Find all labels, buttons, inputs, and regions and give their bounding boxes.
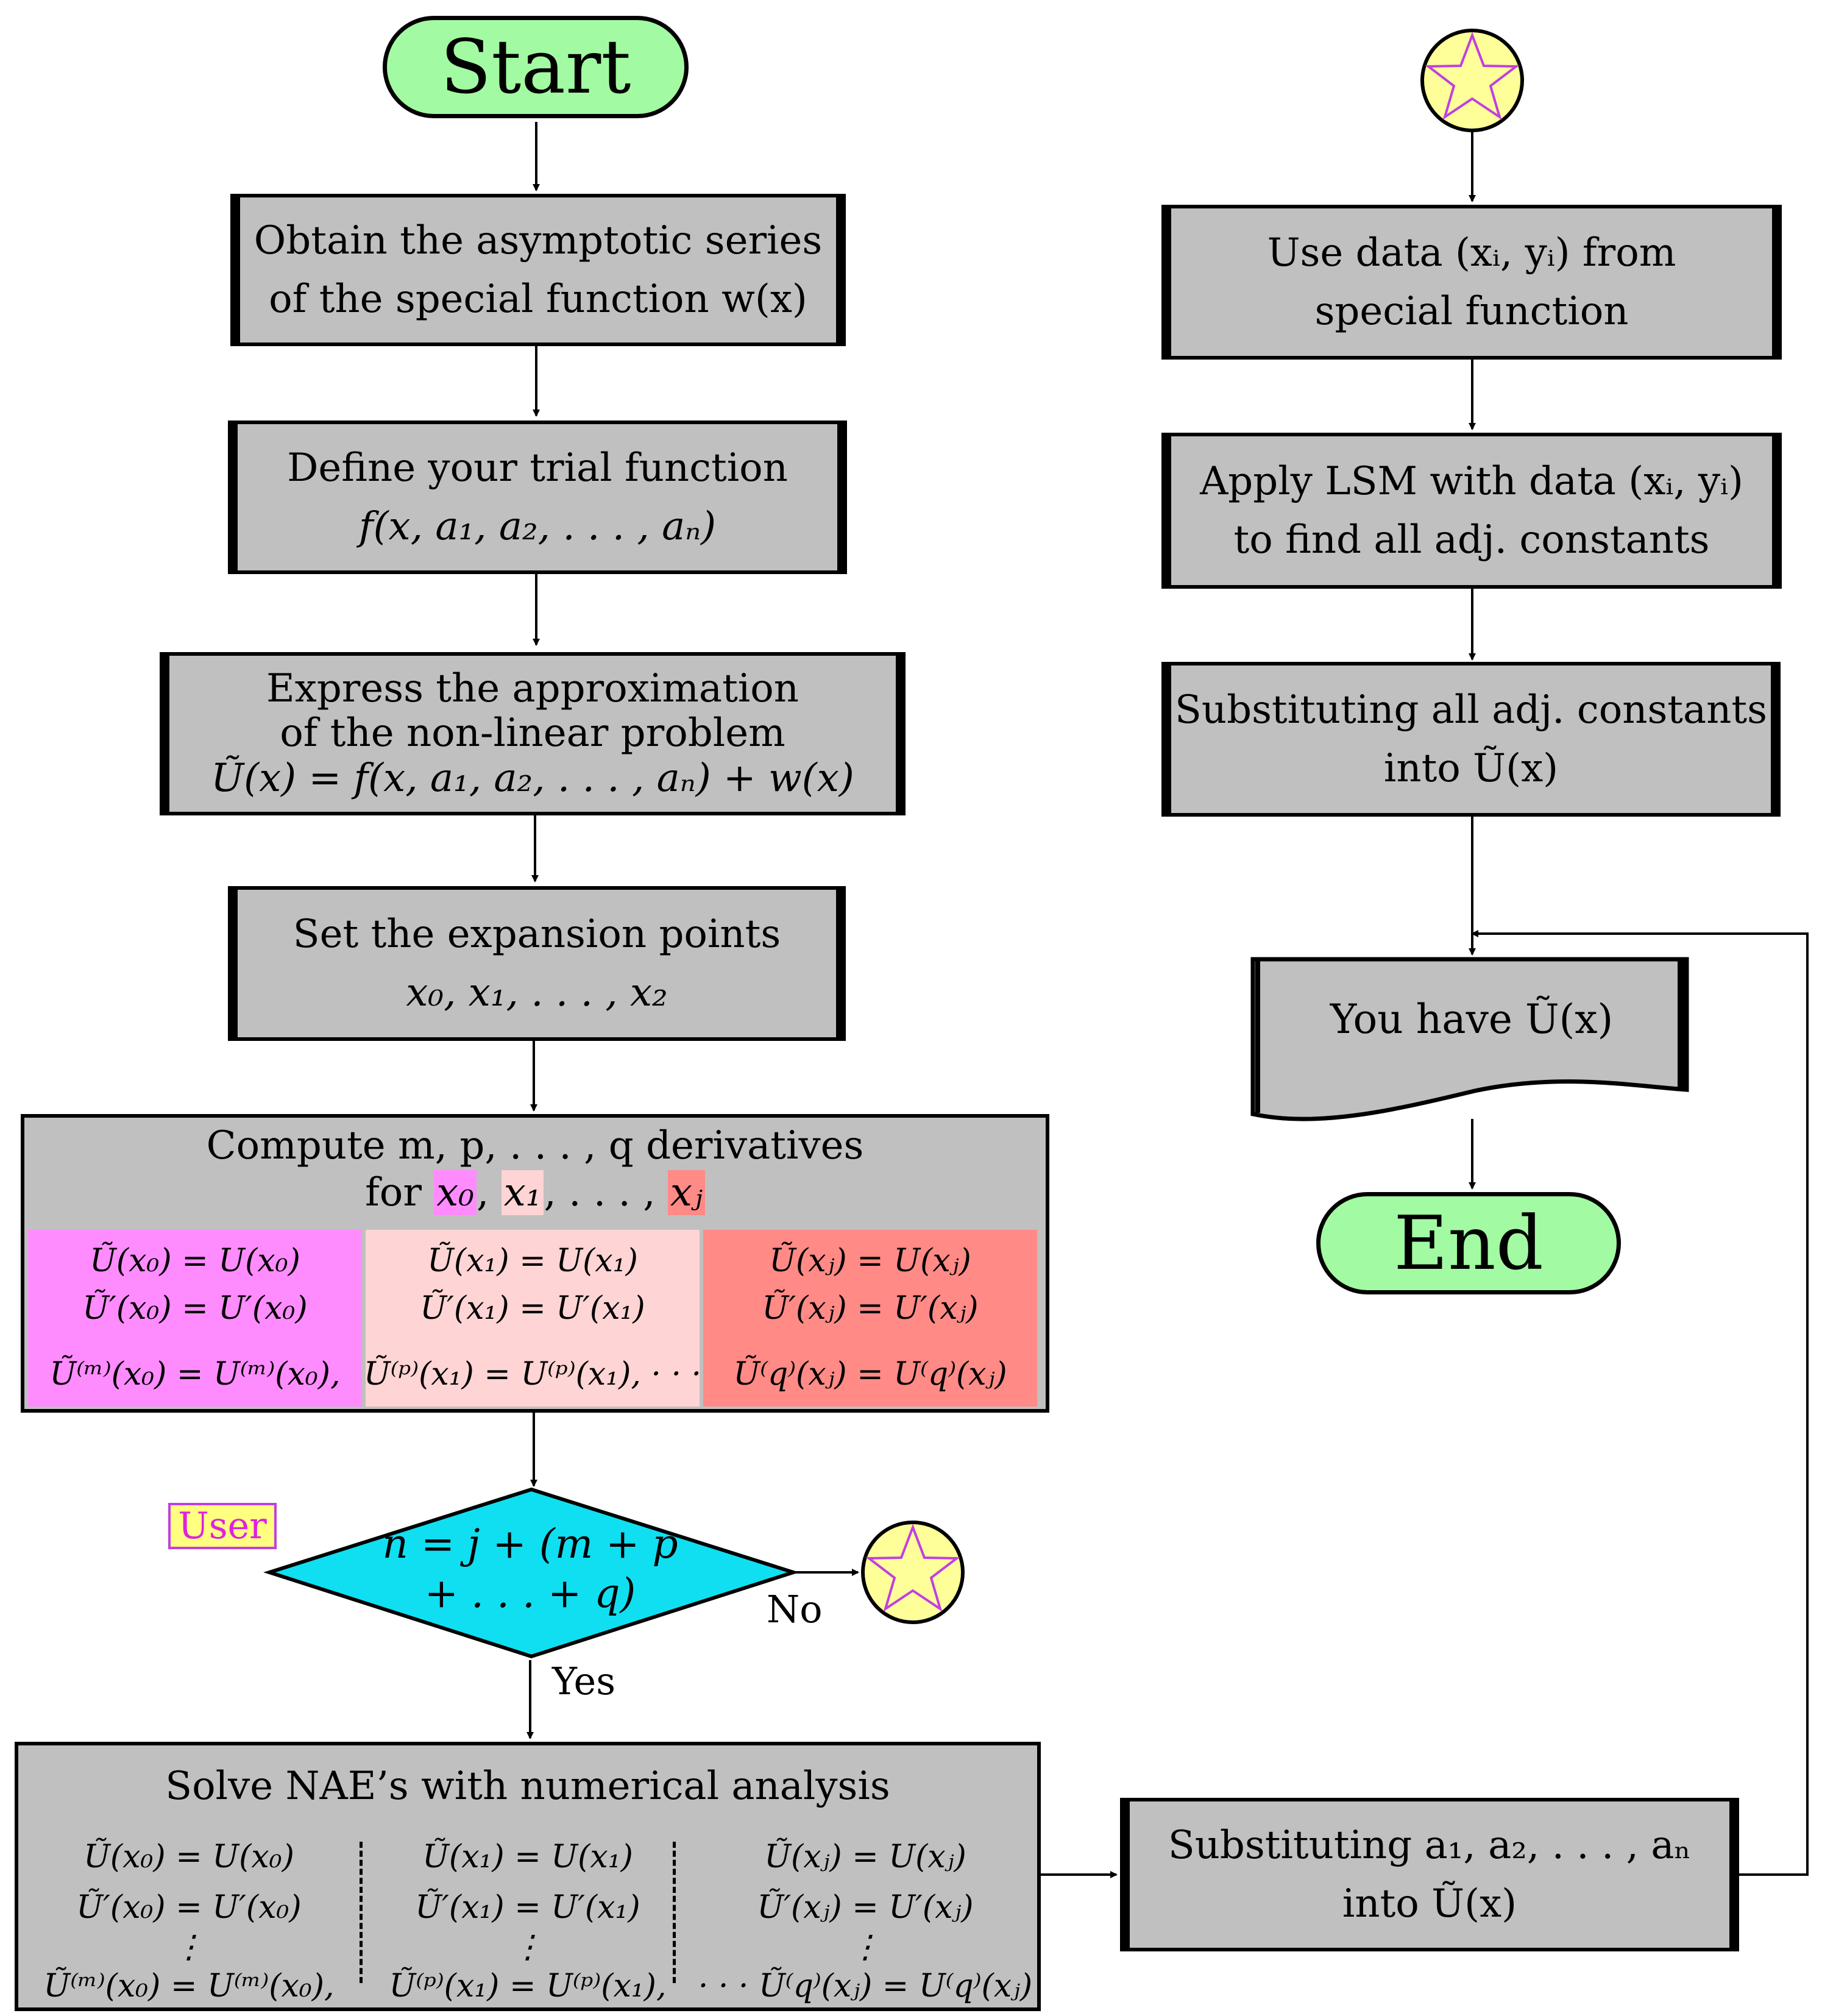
step-express-line-1: Express the approximation: [266, 665, 799, 711]
compute-cell-x1: Ũ(x₁) = U(x₁) Ũ′(x₁) = U′(x₁) Ũ⁽ᵖ⁾(x₁) =…: [363, 1230, 702, 1407]
compute-cell-xj: Ũ(xⱼ) = U(xⱼ) Ũ′(xⱼ) = U′(xⱼ) Ũ⁽q⁾(xⱼ) =…: [703, 1230, 1037, 1407]
compute-dots: , . . . ,: [544, 1169, 656, 1215]
step-trial-function: Define your trial function f(x, a₁, a₂, …: [228, 421, 847, 574]
step-use-data-line-2: special function: [1314, 289, 1629, 334]
compute-for-line: for x₀, x₁, . . . , xⱼ: [24, 1169, 1046, 1216]
step-expansion-points: Set the expansion points x₀, x₁, . . . ,…: [228, 886, 846, 1041]
start-label: Start: [440, 24, 631, 110]
user-tag-label: User: [178, 1505, 267, 1547]
compute-x0: x₀: [434, 1169, 477, 1215]
decision-yes-label: Yes: [552, 1659, 616, 1703]
decision-line-1: n = j + (m + p: [382, 1521, 678, 1567]
compute-comma: ,: [477, 1169, 489, 1215]
step-substituting-a-line-2: into Ũ(x): [1342, 1881, 1517, 1926]
end-terminal: End: [1316, 1192, 1621, 1294]
arrow-loop-back: [1471, 930, 1809, 1876]
step-express-line-2: of the non-linear problem: [280, 711, 785, 756]
compute-xj: xⱼ: [667, 1169, 705, 1215]
solve-cell-xj-eq2: Ũ′(xⱼ) = U′(xⱼ): [757, 1889, 974, 1926]
step-expansion-line-2: x₀, x₁, . . . , x₂: [406, 970, 668, 1015]
compute-cell-x1-eq3: Ũ⁽ᵖ⁾(x₁) = U⁽ᵖ⁾(x₁), · · ·: [363, 1356, 702, 1393]
connector-star-right: [1420, 29, 1524, 132]
solve-cell-x1: Ũ(x₁) = U(x₁) Ũ′(x₁) = U′(x₁) ⋮ Ũ⁽ᵖ⁾(x₁)…: [363, 1837, 692, 2007]
end-label: End: [1394, 1200, 1544, 1287]
decision-diamond: [263, 1487, 799, 1659]
step-apply-lsm-line-2: to find all adj. constants: [1233, 517, 1710, 563]
solve-separator-1: [360, 1842, 363, 1983]
step-trial-line-2: f(x, a₁, a₂, . . . , aₙ): [358, 504, 717, 549]
step-substituting-adj-line-1: Substituting all adj. constants: [1175, 687, 1767, 733]
solve-cell-x1-eq2: Ũ′(x₁) = U′(x₁): [415, 1889, 640, 1926]
compute-cell-x0-eq1: Ũ(x₀) = U(x₀): [90, 1243, 300, 1279]
step-apply-lsm: Apply LSM with data (xᵢ, yᵢ) to find all…: [1161, 433, 1782, 589]
solve-cell-x0: Ũ(x₀) = U(x₀) Ũ′(x₀) = U′(x₀) ⋮ Ũ⁽ᵐ⁾(x₀)…: [22, 1837, 356, 2007]
step-expansion-line-1: Set the expansion points: [292, 912, 781, 957]
compute-cell-x1-eq1: Ũ(x₁) = U(x₁): [427, 1243, 638, 1279]
connector-star-left: [861, 1521, 965, 1624]
compute-cell-xj-eq3: Ũ⁽q⁾(xⱼ) = U⁽q⁾(xⱼ): [733, 1356, 1007, 1393]
step-use-data-line-1: Use data (xᵢ, yᵢ) from: [1267, 230, 1676, 275]
document-shape: [1250, 957, 1689, 1121]
step-substituting-adj-line-2: into Ũ(x): [1383, 746, 1559, 791]
star-icon: [1425, 32, 1520, 120]
solve-cell-x1-eq1: Ũ(x₁) = U(x₁): [422, 1839, 633, 1875]
start-terminal: Start: [383, 16, 689, 118]
compute-cell-x0-eq2: Ũ′(x₀) = U′(x₀): [82, 1290, 308, 1327]
step-apply-lsm-line-1: Apply LSM with data (xᵢ, yᵢ): [1200, 459, 1743, 504]
step-solve-nae: Solve NAE’s with numerical analysis Ũ(x₀…: [15, 1742, 1041, 2011]
compute-cell-xj-eq1: Ũ(xⱼ) = U(xⱼ): [769, 1243, 971, 1279]
solve-cell-xj-eq3: · · · Ũ⁽q⁾(xⱼ) = U⁽q⁾(xⱼ): [698, 1968, 1033, 2005]
compute-title: Compute m, p, . . . , q derivatives: [206, 1123, 864, 1168]
compute-for: for: [365, 1169, 422, 1215]
step-asymptotic-line-1: Obtain the asymptotic series: [253, 218, 823, 263]
step-express-line-3: Ũ(x) = f(x, a₁, a₂, . . . , aₙ) + w(x): [211, 755, 854, 801]
solve-cell-x0-vdots: ⋮: [173, 1928, 205, 1965]
solve-cell-x0-eq2: Ũ′(x₀) = U′(x₀): [76, 1889, 302, 1926]
solve-cell-x0-eq3: Ũ⁽ᵐ⁾(x₀) = U⁽ᵐ⁾(x₀),: [43, 1968, 335, 2005]
step-compute-derivatives: Compute m, p, . . . , q derivatives for …: [21, 1114, 1049, 1413]
decision-line-2: + . . . + q): [424, 1569, 636, 1617]
compute-cell-xj-eq2: Ũ′(xⱼ) = U′(xⱼ): [762, 1290, 979, 1327]
compute-cell-x0-eq3: Ũ⁽ᵐ⁾(x₀) = U⁽ᵐ⁾(x₀),: [49, 1356, 341, 1393]
solve-cell-xj: Ũ(xⱼ) = U(xⱼ) Ũ′(xⱼ) = U′(xⱼ) ⋮ · · · Ũ⁽…: [695, 1837, 1036, 2007]
user-tag: User: [168, 1503, 277, 1549]
step-asymptotic-series: Obtain the asymptotic series of the spec…: [230, 194, 846, 346]
step-trial-line-1: Define your trial function: [287, 445, 788, 491]
step-substituting-constants: Substituting all adj. constants into Ũ(x…: [1161, 662, 1781, 817]
decision-text: n = j + (m + p + . . . + q): [341, 1520, 719, 1618]
step-asymptotic-line-2: of the special function w(x): [269, 277, 807, 322]
compute-cell-x0: Ũ(x₀) = U(x₀) Ũ′(x₀) = U′(x₀) Ũ⁽ᵐ⁾(x₀) =…: [28, 1230, 362, 1407]
solve-cell-xj-vdots: ⋮: [849, 1928, 881, 1965]
star-icon: [865, 1524, 960, 1612]
solve-separator-2: [673, 1842, 676, 1983]
decision-no-label: No: [767, 1587, 823, 1631]
step-substituting-a-line-1: Substituting a₁, a₂, . . . , aₙ: [1168, 1823, 1692, 1868]
compute-x1: x₁: [501, 1169, 544, 1215]
step-use-data: Use data (xᵢ, yᵢ) from special function: [1161, 205, 1782, 360]
solve-title: Solve NAE’s with numerical analysis: [165, 1764, 890, 1809]
solve-cell-xj-eq1: Ũ(xⱼ) = U(xⱼ): [764, 1839, 966, 1875]
output-document-label: You have Ũ(x): [1330, 996, 1614, 1043]
solve-cell-x0-eq1: Ũ(x₀) = U(x₀): [83, 1839, 294, 1875]
compute-cell-x1-eq2: Ũ′(x₁) = U′(x₁): [420, 1290, 645, 1327]
step-substituting-coefficients: Substituting a₁, a₂, . . . , aₙ into Ũ(x…: [1120, 1798, 1739, 1951]
solve-cell-x1-eq3: Ũ⁽ᵖ⁾(x₁) = U⁽ᵖ⁾(x₁),: [389, 1968, 667, 2005]
step-express-approximation: Express the approximation of the non-lin…: [160, 652, 906, 815]
solve-cell-x1-vdots: ⋮: [512, 1928, 544, 1965]
